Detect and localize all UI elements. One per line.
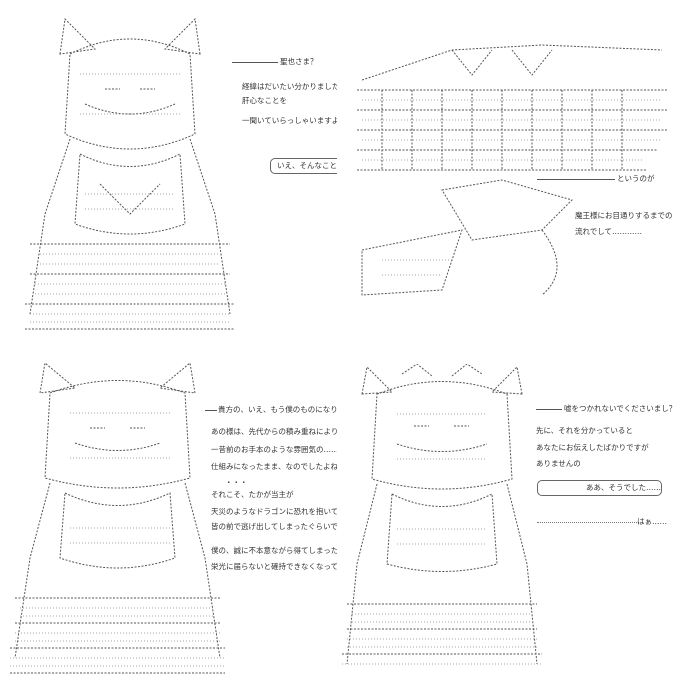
dialogue-line: ありませんの: [536, 459, 581, 468]
response-text: ああ、そうでした……: [586, 483, 661, 492]
dialogue-line: 一聞いていらっしゃいますよね？: [242, 116, 337, 125]
dialogue-line: 聖也さま？: [280, 57, 318, 66]
panel-top-right: というのが 魔王様にお目通りするまでの 流れでして…………: [337, 0, 674, 340]
character-ascii-art: [342, 364, 542, 679]
speech-lead-rule: [205, 410, 217, 411]
speech-lead-rule: [536, 409, 562, 410]
dialogue-line: 栄光に届らないと確持できなくなっていた程には: [211, 562, 337, 571]
dialogue-line: 魔王様にお目通りするまでの: [575, 211, 673, 220]
dialogue-line: というのが: [617, 174, 655, 183]
dialogue-line: 先に、それを分かっていると: [536, 426, 633, 435]
maid-figure-art: [10, 362, 225, 674]
dialogue-line: 天災のようなドラゴンに恐れを抱いて: [211, 507, 337, 516]
dialogue-line: それこそ、たかが当主が: [211, 490, 294, 499]
dialogue-line: 貴方の、いえ、もう僕のものになりましたが: [218, 405, 337, 414]
sigh-dotline: [537, 522, 637, 523]
character-ascii-art: [10, 358, 225, 678]
dialogue-line: 経緯はだいたい分かりましたが: [242, 82, 337, 91]
dialogue-line: 肝心なことを: [242, 96, 287, 105]
dialogue-line: あなたにお伝えしたばかりですが: [536, 443, 649, 452]
character-ascii-art: [10, 14, 250, 334]
dialogue-line: 仕組みになったまま、なのでしたよね？: [211, 462, 337, 471]
response-bubble: ああ、そうでした……: [537, 480, 662, 496]
sigh-text: はぁ……: [637, 517, 667, 526]
panel-top-left: 聖也さま？ 経緯はだいたい分かりましたが 肝心なことを 一聞いていらっしゃいます…: [0, 0, 337, 340]
castle-art: [357, 44, 667, 296]
dialogue-line: 皆の前で逃げ出してしまったぐらいで: [211, 522, 337, 531]
panel-bottom-left: 貴方の、いえ、もう僕のものになりましたが あの様は、先代からの積み重ねにより 一…: [0, 340, 337, 680]
dialogue-line: 嘘をつかれないでくださいまし？: [564, 404, 674, 413]
dialogue-line: 一昔前のお手本のような雰囲気の……いえ: [211, 445, 337, 454]
dialogue-line: 僕の、誠に不本意ながら得てしまった: [211, 546, 337, 555]
dialogue-line: 流れでして…………: [575, 227, 643, 236]
response-bubble: いえ、そんなことは: [270, 158, 337, 174]
castle-scene-ascii-art: [342, 30, 672, 300]
maid-figure-art: [342, 364, 542, 665]
maid-figure-art: [25, 17, 235, 330]
speech-lead-rule: [537, 179, 615, 180]
speech-lead-rule: [232, 62, 278, 63]
ellipsis-mark: ・・・: [225, 478, 248, 487]
panel-bottom-right: 嘘をつかれないでくださいまし？ 先に、それを分かっていると あなたにお伝えしたば…: [337, 340, 674, 680]
dialogue-line: あの様は、先代からの積み重ねにより: [211, 427, 337, 436]
